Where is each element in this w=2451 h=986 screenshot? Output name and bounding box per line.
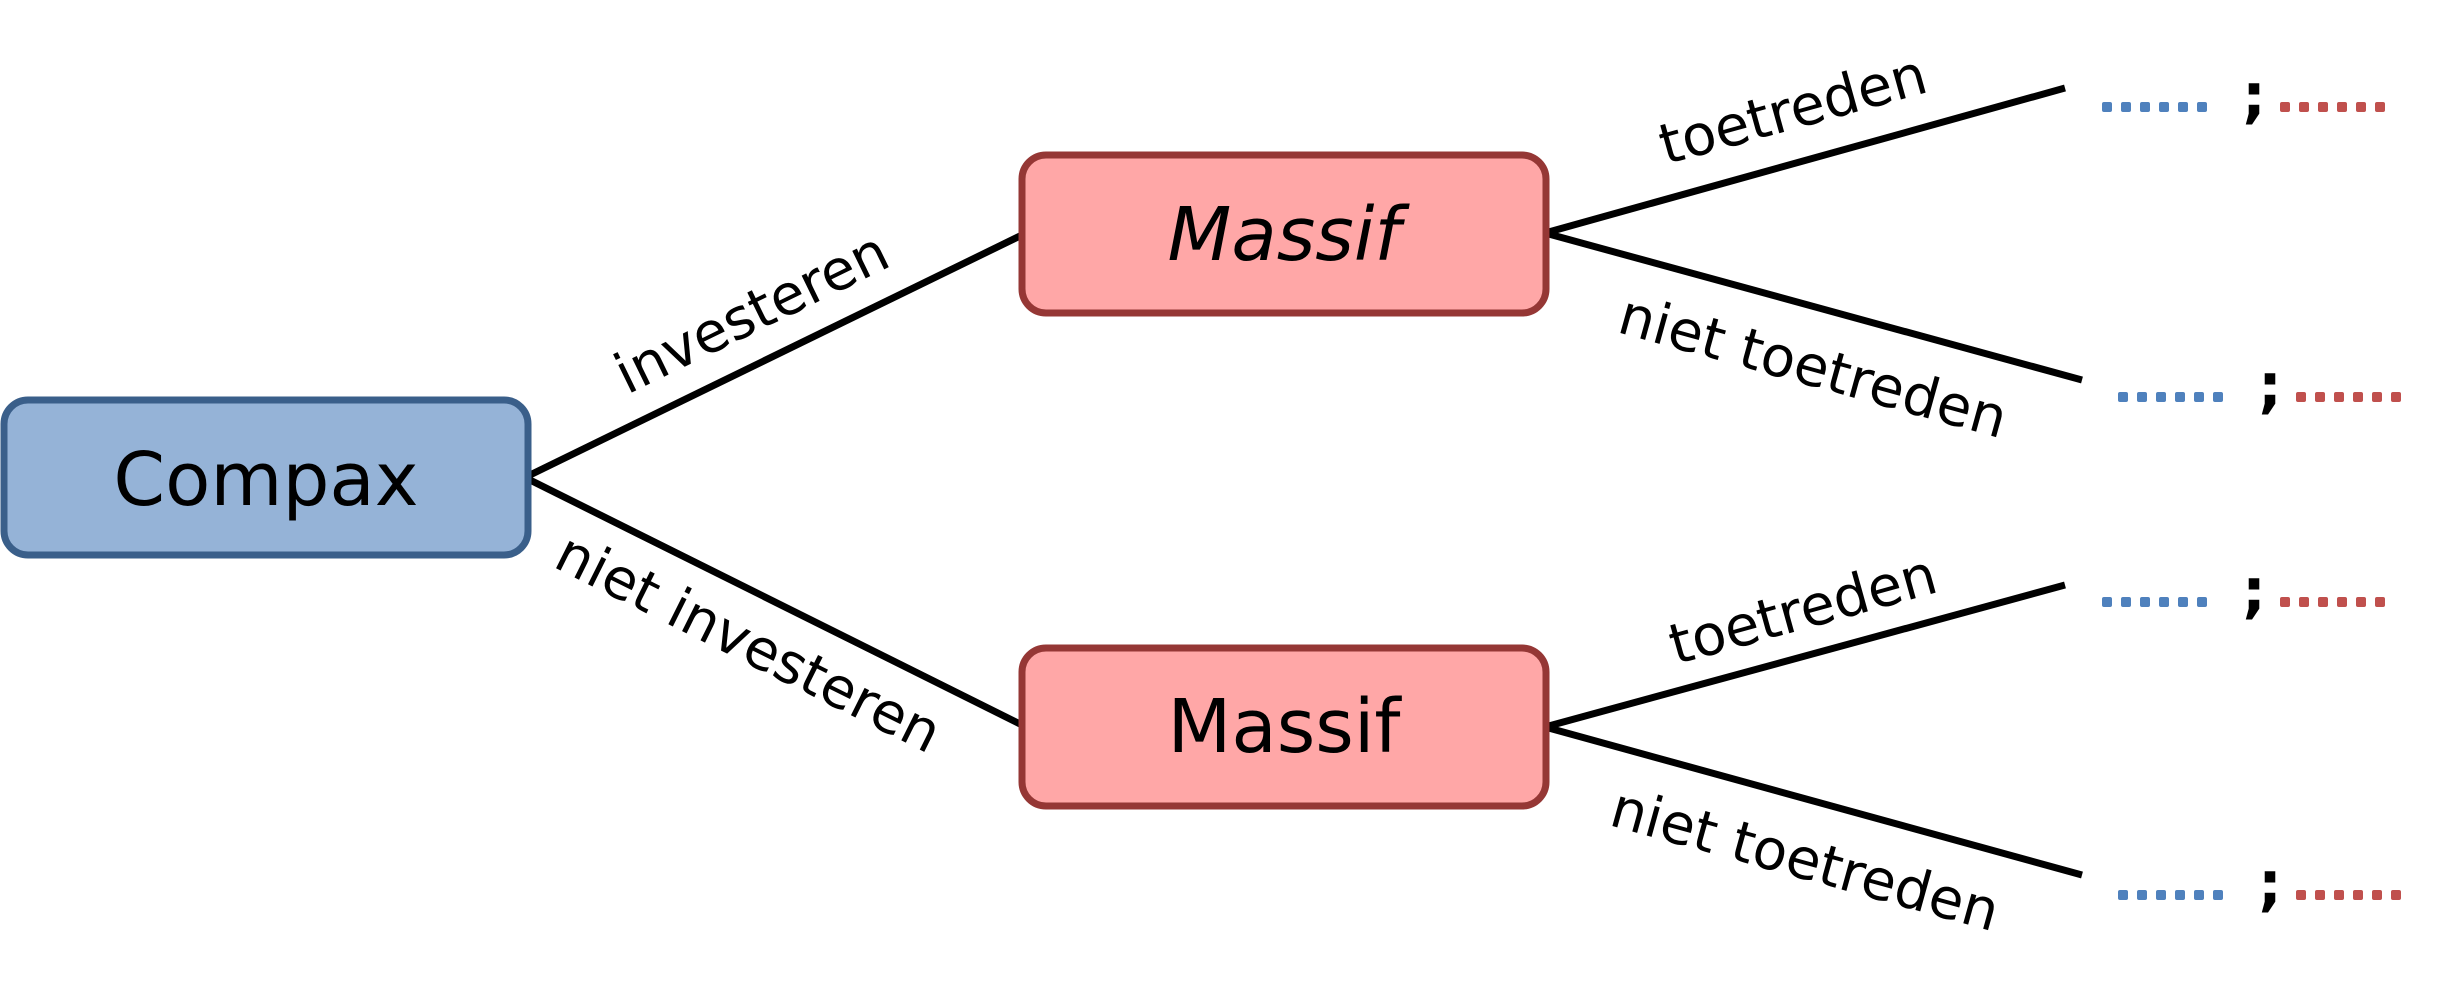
payoff-dot	[2318, 102, 2328, 112]
payoff-dot	[2197, 102, 2207, 112]
payoff-dot	[2337, 597, 2347, 607]
payoff-massif-dots	[2280, 102, 2385, 112]
payoff-dot	[2315, 890, 2325, 900]
payoff-separator: ;	[2242, 556, 2266, 626]
payoff-dot	[2372, 392, 2382, 402]
edge-upper-top	[1544, 84, 2066, 237]
payoff-dot	[2137, 890, 2147, 900]
payoff-massif-dots	[2280, 597, 2385, 607]
payoff-2: ;	[2118, 351, 2401, 421]
payoff-dot	[2353, 890, 2363, 900]
node-compax-box	[0, 396, 532, 559]
edge-root-upper	[528, 231, 1024, 479]
edge-root-lower	[528, 476, 1024, 729]
payoff-dot	[2118, 392, 2128, 402]
payoff-dot	[2102, 597, 2112, 607]
payoff-massif-dots	[2296, 890, 2401, 900]
payoff-dot	[2156, 392, 2166, 402]
payoff-dot	[2178, 597, 2188, 607]
payoff-dot	[2175, 890, 2185, 900]
node-massif-upper: Massif	[1018, 151, 1550, 317]
payoff-dot	[2140, 597, 2150, 607]
node-massif-lower-label: Massif	[1168, 684, 1403, 770]
payoff-dot	[2102, 102, 2112, 112]
payoff-dot	[2296, 890, 2306, 900]
payoff-dot	[2280, 102, 2290, 112]
payoff-dot	[2194, 890, 2204, 900]
payoff-dot	[2159, 102, 2169, 112]
payoff-dot	[2372, 890, 2382, 900]
payoff-separator: ;	[2258, 351, 2282, 421]
payoff-dot	[2391, 392, 2401, 402]
payoff-dot	[2213, 890, 2223, 900]
payoff-dot	[2213, 392, 2223, 402]
payoff-compax-dots	[2118, 890, 2223, 900]
node-massif-lower: Massif	[1018, 644, 1550, 810]
payoff-massif-dots	[2296, 392, 2401, 402]
edge-upper-bottom	[1544, 229, 2083, 384]
node-compax: Compax	[0, 396, 532, 559]
payoff-dot	[2299, 597, 2309, 607]
node-massif-lower-box	[1018, 644, 1550, 810]
payoff-1: ;	[2102, 61, 2385, 131]
payoff-dot	[2194, 392, 2204, 402]
payoff-separator: ;	[2242, 61, 2266, 131]
payoff-compax-dots	[2118, 392, 2223, 402]
payoff-dot	[2159, 597, 2169, 607]
payoff-dot	[2375, 102, 2385, 112]
payoff-dot	[2356, 597, 2366, 607]
payoff-dot	[2375, 597, 2385, 607]
edge-lower-bottom	[1544, 723, 2083, 879]
payoff-dot	[2391, 890, 2401, 900]
payoff-compax-dots	[2102, 102, 2207, 112]
node-compax-label: Compax	[113, 437, 418, 523]
payoff-compax-dots	[2102, 597, 2207, 607]
payoff-dot	[2353, 392, 2363, 402]
payoff-dot	[2299, 102, 2309, 112]
payoff-dot	[2337, 102, 2347, 112]
payoff-dot	[2280, 597, 2290, 607]
payoff-dot	[2156, 890, 2166, 900]
payoff-dot	[2118, 890, 2128, 900]
payoff-4: ;	[2118, 849, 2401, 919]
payoff-dot	[2318, 597, 2328, 607]
payoff-dot	[2175, 392, 2185, 402]
payoff-dot	[2296, 392, 2306, 402]
payoff-dot	[2334, 392, 2344, 402]
payoff-dot	[2121, 597, 2131, 607]
payoff-3: ;	[2102, 556, 2385, 626]
payoff-dot	[2197, 597, 2207, 607]
payoff-dot	[2137, 392, 2147, 402]
edge-label-niet-investeren: niet investeren	[545, 520, 951, 766]
node-massif-upper-box	[1018, 151, 1550, 317]
edge-label-upper-toetreden: toetreden	[1652, 42, 1934, 178]
edge-lower-top	[1544, 581, 2066, 731]
payoff-dot	[2356, 102, 2366, 112]
node-massif-upper-label: Massif	[1168, 192, 1411, 278]
payoff-dot	[2178, 102, 2188, 112]
payoff-dot	[2315, 392, 2325, 402]
payoff-dot	[2334, 890, 2344, 900]
payoff-separator: ;	[2258, 849, 2282, 919]
payoff-dot	[2140, 102, 2150, 112]
payoff-dot	[2121, 102, 2131, 112]
